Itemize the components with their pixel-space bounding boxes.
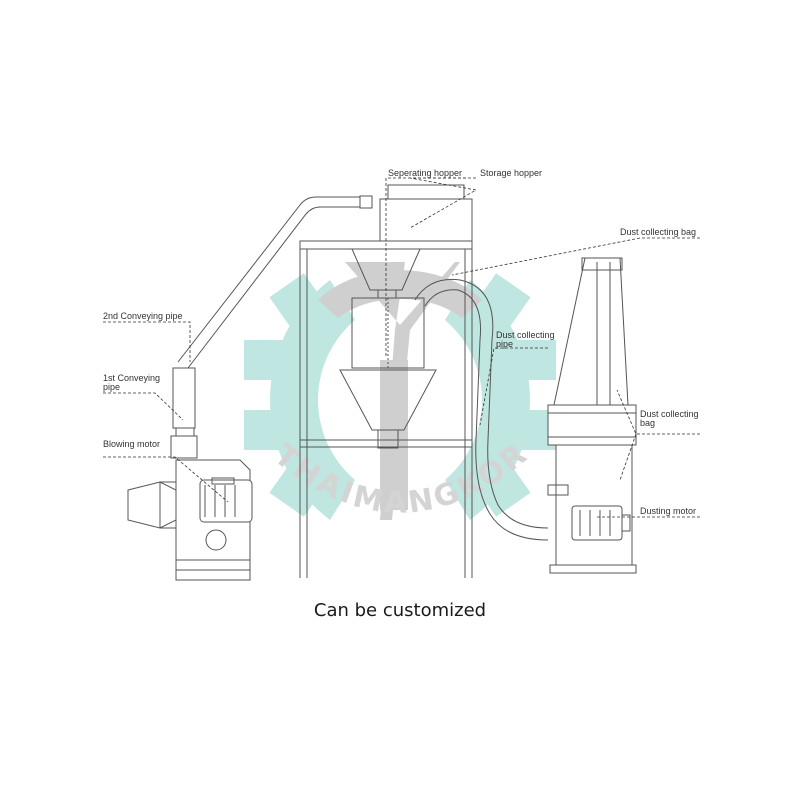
dust-collecting-pipe [414, 278, 549, 541]
blower-assembly [127, 367, 253, 581]
dust-collector [547, 257, 637, 574]
label-dust-collecting-bag-top: Dust collecting bag [620, 227, 696, 237]
label-second-conveying-pipe: 2nd Conveying pipe [103, 311, 183, 321]
watermark-gear-left [269, 280, 355, 520]
label-blowing-motor: Blowing motor [103, 439, 160, 449]
label-storage-hopper: Storage hopper [480, 168, 542, 178]
separator-frame [299, 184, 473, 578]
leader-lines [103, 177, 700, 518]
second-conveying-pipe [177, 195, 373, 369]
watermark-logo: THAIMANGKORN [0, 0, 556, 521]
label-dust-collecting-pipe-1: Dust collecting [496, 330, 555, 340]
labels: Seperating hopper Storage hopper Dust co… [103, 168, 699, 516]
label-dust-collecting-bag-mid-1: Dust collecting [640, 409, 699, 419]
label-dusting-motor: Dusting motor [640, 506, 696, 516]
label-dust-collecting-bag-mid-2: bag [640, 418, 655, 428]
label-first-conveying-pipe-1: 1st Conveying [103, 373, 160, 383]
label-separating-hopper: Seperating hopper [388, 168, 462, 178]
label-dust-collecting-pipe-2: pipe [496, 339, 513, 349]
watermark-gear-right [445, 280, 531, 520]
caption: Can be customized [313, 600, 487, 621]
label-first-conveying-pipe-2: pipe [103, 382, 120, 392]
